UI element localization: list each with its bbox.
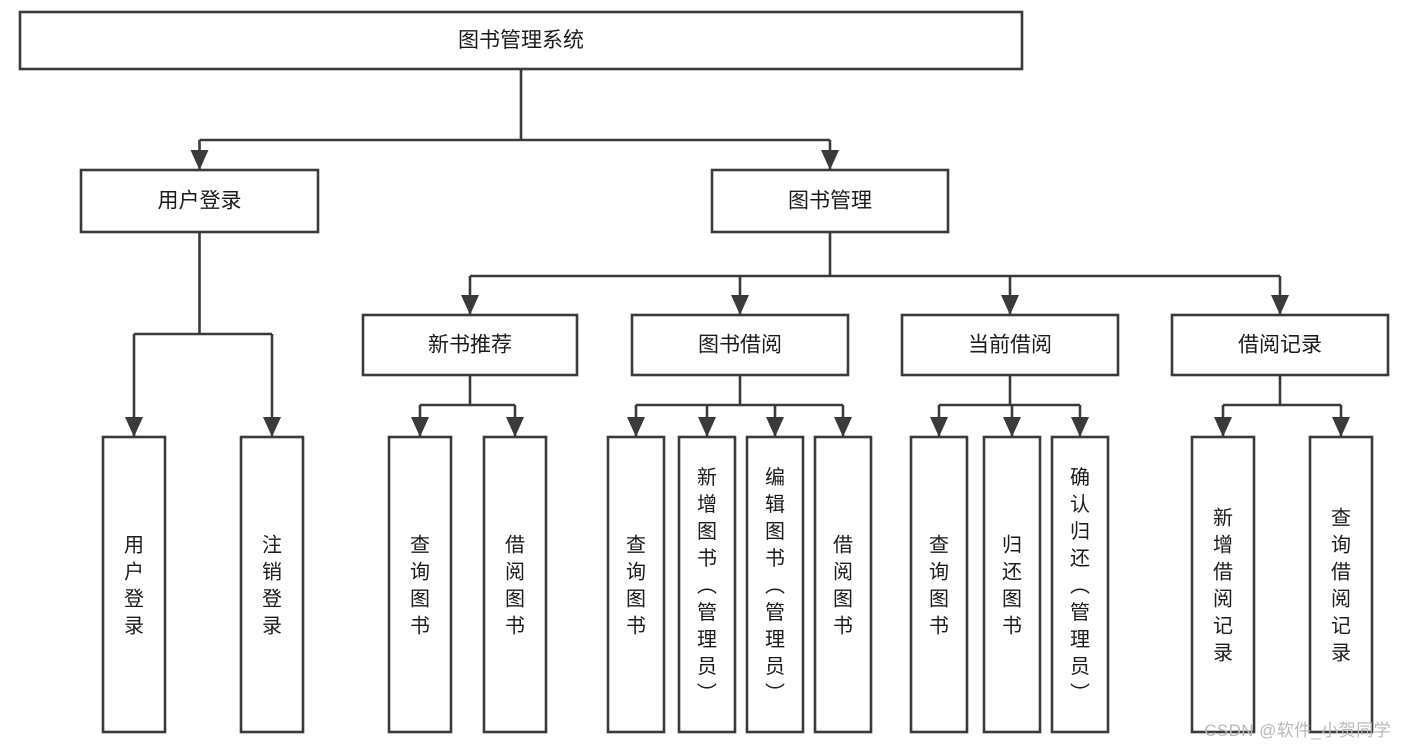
node-leaf-query-book-1[interactable]: 查询图书 bbox=[387, 435, 453, 734]
node-leaf-query-book-3-label: 查询图书 bbox=[929, 534, 949, 638]
node-leaf-borrow-book-2-label: 借阅图书 bbox=[833, 534, 853, 638]
node-leaf-query-borrow-record-label: 查询借阅记录 bbox=[1331, 507, 1351, 665]
node-user-login-rect[interactable] bbox=[79, 168, 320, 234]
arrow-head-icon bbox=[1271, 295, 1289, 315]
arrow-head-icon bbox=[461, 295, 479, 315]
node-book-management[interactable]: 图书管理 bbox=[710, 168, 950, 234]
node-leaf-query-book-2-rect[interactable] bbox=[606, 435, 666, 734]
node-root-book-management-system-label: 图书管理系统 bbox=[458, 29, 584, 52]
node-book-borrow-rect[interactable] bbox=[630, 313, 850, 377]
node-leaf-edit-book-admin[interactable]: 编辑图书︵管理员︶ bbox=[745, 435, 805, 734]
node-leaf-user-login-rect[interactable] bbox=[101, 435, 167, 734]
node-book-borrow[interactable]: 图书借阅 bbox=[630, 313, 850, 377]
node-leaf-user-logout-rect[interactable] bbox=[239, 435, 305, 734]
node-current-borrow-rect[interactable] bbox=[900, 313, 1120, 377]
node-leaf-edit-book-admin-label: 编辑图书︵管理员︶ bbox=[765, 466, 785, 705]
node-new-book-recommend-label: 新书推荐 bbox=[428, 334, 512, 357]
node-leaf-query-book-2-label: 查询图书 bbox=[626, 534, 646, 638]
node-borrow-record-label: 借阅记录 bbox=[1238, 334, 1322, 357]
node-leaf-user-logout-label: 注销登录 bbox=[262, 534, 282, 638]
node-leaf-borrow-book-1-label: 借阅图书 bbox=[505, 534, 525, 638]
node-root-book-management-system-rect[interactable] bbox=[18, 10, 1024, 71]
node-book-management-label: 图书管理 bbox=[788, 190, 872, 213]
node-book-borrow-label: 图书借阅 bbox=[698, 334, 782, 357]
arrow-head-icon bbox=[1071, 417, 1089, 437]
node-current-borrow-label: 当前借阅 bbox=[968, 334, 1052, 357]
node-leaf-confirm-return-admin-label: 确认归还︵管理员︶ bbox=[1070, 466, 1090, 705]
node-user-login-label: 用户登录 bbox=[158, 190, 242, 213]
node-leaf-user-logout[interactable]: 注销登录 bbox=[239, 435, 305, 734]
node-leaf-borrow-book-1-rect[interactable] bbox=[482, 435, 548, 734]
arrow-head-icon bbox=[1003, 417, 1021, 437]
node-leaf-add-borrow-record-label: 新增借阅记录 bbox=[1213, 507, 1233, 665]
node-leaf-edit-book-admin-rect[interactable] bbox=[745, 435, 805, 734]
node-leaf-add-book-admin[interactable]: 新增图书︵管理员︶ bbox=[677, 435, 737, 734]
arrow-head-icon bbox=[627, 417, 645, 437]
node-leaf-query-book-1-rect[interactable] bbox=[387, 435, 453, 734]
node-new-book-recommend[interactable]: 新书推荐 bbox=[361, 313, 579, 377]
arrow-head-icon bbox=[698, 417, 716, 437]
arrow-head-icon bbox=[411, 417, 429, 437]
node-borrow-record-rect[interactable] bbox=[1170, 313, 1390, 377]
node-borrow-record[interactable]: 借阅记录 bbox=[1170, 313, 1390, 377]
node-leaf-user-login-label: 用户登录 bbox=[124, 535, 144, 638]
arrow-head-icon bbox=[190, 150, 209, 170]
node-leaf-return-book-label: 归还图书 bbox=[1002, 534, 1022, 638]
nodes-layer: 图书管理系统用户登录图书管理新书推荐图书借阅当前借阅借阅记录用户登录注销登录查询… bbox=[18, 10, 1390, 734]
node-user-login[interactable]: 用户登录 bbox=[79, 168, 320, 234]
node-leaf-query-book-3-rect[interactable] bbox=[909, 435, 969, 734]
node-leaf-return-book[interactable]: 归还图书 bbox=[982, 435, 1042, 734]
arrow-head-icon bbox=[930, 417, 948, 437]
node-leaf-borrow-book-2-rect[interactable] bbox=[813, 435, 873, 734]
node-leaf-add-book-admin-rect[interactable] bbox=[677, 435, 737, 734]
arrow-head-icon bbox=[263, 417, 281, 437]
node-root-book-management-system[interactable]: 图书管理系统 bbox=[18, 10, 1024, 71]
node-book-management-rect[interactable] bbox=[710, 168, 950, 234]
arrow-head-icon bbox=[731, 295, 749, 315]
node-leaf-add-borrow-record-rect[interactable] bbox=[1190, 435, 1256, 734]
node-leaf-query-book-2[interactable]: 查询图书 bbox=[606, 435, 666, 734]
node-leaf-add-book-admin-label: 新增图书︵管理员︶ bbox=[697, 466, 717, 705]
node-leaf-query-book-3[interactable]: 查询图书 bbox=[909, 435, 969, 734]
arrow-head-icon bbox=[834, 417, 852, 437]
connectors-layer bbox=[125, 69, 1350, 437]
node-leaf-add-borrow-record[interactable]: 新增借阅记录 bbox=[1190, 435, 1256, 734]
node-leaf-borrow-book-2[interactable]: 借阅图书 bbox=[813, 435, 873, 734]
arrow-head-icon bbox=[1332, 417, 1350, 437]
arrow-head-icon bbox=[125, 417, 143, 437]
node-leaf-confirm-return-admin[interactable]: 确认归还︵管理员︶ bbox=[1050, 435, 1110, 734]
node-current-borrow[interactable]: 当前借阅 bbox=[900, 313, 1120, 377]
node-leaf-return-book-rect[interactable] bbox=[982, 435, 1042, 734]
arrow-head-icon bbox=[506, 417, 524, 437]
arrow-head-icon bbox=[821, 150, 839, 170]
arrow-head-icon bbox=[766, 417, 784, 437]
node-leaf-confirm-return-admin-rect[interactable] bbox=[1050, 435, 1110, 734]
node-leaf-query-book-1-label: 查询图书 bbox=[410, 534, 430, 638]
node-leaf-borrow-book-1[interactable]: 借阅图书 bbox=[482, 435, 548, 734]
node-leaf-query-borrow-record-rect[interactable] bbox=[1308, 435, 1374, 734]
node-new-book-recommend-rect[interactable] bbox=[361, 313, 579, 377]
arrow-head-icon bbox=[1214, 417, 1232, 437]
node-leaf-user-login[interactable]: 用户登录 bbox=[101, 435, 167, 734]
node-leaf-query-borrow-record[interactable]: 查询借阅记录 bbox=[1308, 435, 1374, 734]
arrow-head-icon bbox=[1001, 295, 1019, 315]
